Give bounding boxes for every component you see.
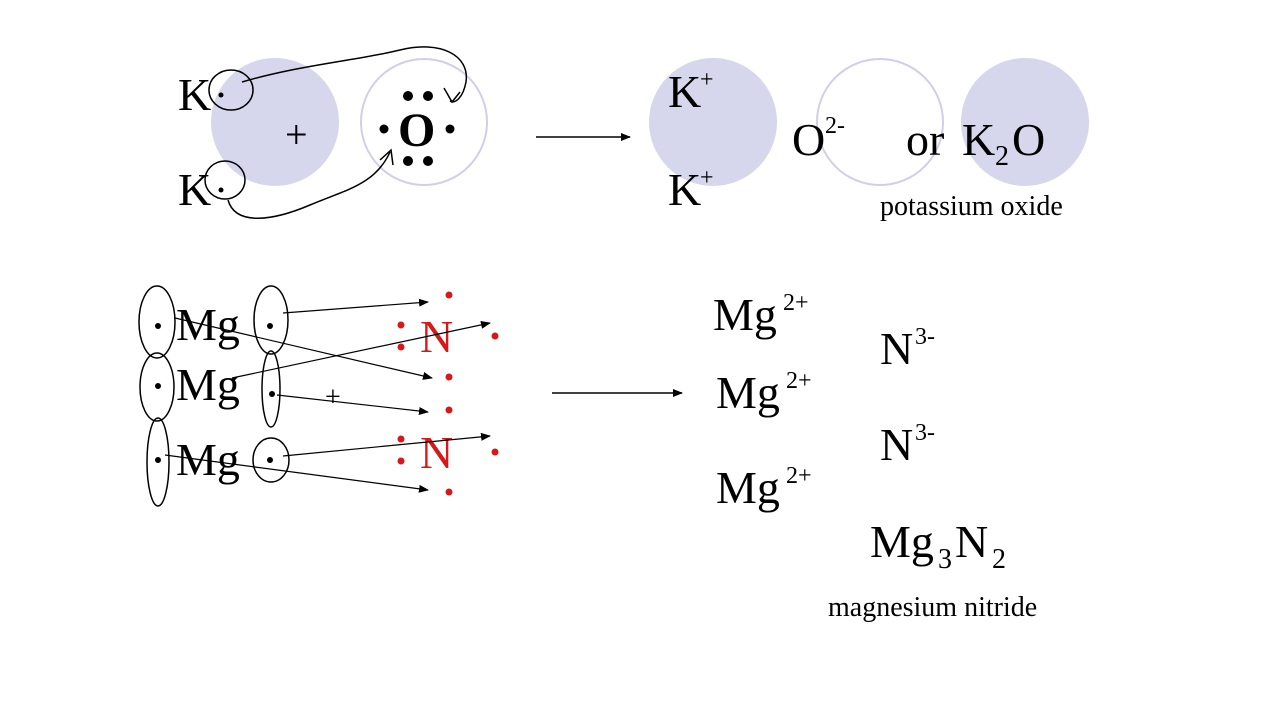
product-n-ion-1: N [880, 323, 913, 374]
mg-to-n-transfer-arrows [164, 298, 491, 493]
electron-transfer-arrowhead-2 [379, 148, 394, 166]
caption-magnesium-nitride: magnesium nitride [828, 592, 1037, 623]
oxygen-circle [360, 58, 488, 186]
k-electron-dot-2 [218, 187, 224, 193]
product-n-ion-2: N [880, 419, 913, 470]
product-mg-ion-3-charge: 2+ [786, 463, 812, 489]
formula-mg: Mg [870, 516, 934, 567]
product-mg-ion-1-charge: 2+ [783, 290, 809, 316]
oxygen-symbol: O [398, 104, 435, 157]
k-ion-circle-2 [961, 58, 1089, 186]
product-k-ion-2-charge: + [700, 165, 714, 191]
reactant-mg-3: Mg [176, 434, 240, 485]
formula-k-subscript: 2 [995, 141, 1009, 172]
oxide-ion: O [792, 114, 825, 165]
reactant-mg-2: Mg [176, 359, 240, 410]
product-mg-ion-2-charge: 2+ [786, 368, 812, 394]
potassium-circle [211, 58, 339, 186]
oxide-ion-charge: 2- [825, 113, 845, 139]
oxygen-electron-dots [379, 91, 455, 166]
electron-transfer-arrowhead-1 [443, 87, 461, 104]
formula-or: or [906, 114, 944, 165]
product-mg-ion-2: Mg [716, 367, 780, 418]
product-k-ion-1-charge: + [700, 67, 714, 93]
electron-transfer-curve-2 [227, 151, 391, 219]
oxide-ion-circle [816, 58, 944, 186]
product-n-ion-2-charge: 3- [915, 420, 935, 446]
k-electron-ellipse-2 [204, 160, 246, 200]
product-mg-ion-1: Mg [713, 289, 777, 340]
nitrogen-electron-dots [397, 291, 499, 496]
formula-o: O [1012, 114, 1045, 165]
bottom-plus: + [325, 382, 341, 413]
k-electron-ellipse-1 [208, 69, 254, 111]
reactant-mg-1: Mg [176, 299, 240, 350]
k-electron-dot-1 [218, 92, 224, 98]
mg-electron-ellipses [138, 285, 290, 507]
electron-transfer-curve-1 [241, 46, 468, 103]
caption-potassium-oxide: potassium oxide [880, 191, 1063, 222]
formula-mg-subscript: 3 [938, 544, 952, 575]
k-ion-circle [649, 58, 777, 186]
formula-k: K [962, 114, 995, 165]
formula-n-subscript: 2 [992, 544, 1006, 575]
mg-electron-dots [155, 323, 275, 463]
top-plus: + [285, 112, 308, 157]
nitrogen-symbol-2: N [420, 427, 453, 478]
product-k-ion-2: K [668, 164, 701, 215]
product-n-ion-1-charge: 3- [915, 324, 935, 350]
reactant-k-2: K [178, 164, 211, 215]
reactant-k-1: K [178, 69, 211, 120]
formula-n: N [955, 516, 988, 567]
product-mg-ion-3: Mg [716, 462, 780, 513]
product-k-ion-1: K [668, 66, 701, 117]
